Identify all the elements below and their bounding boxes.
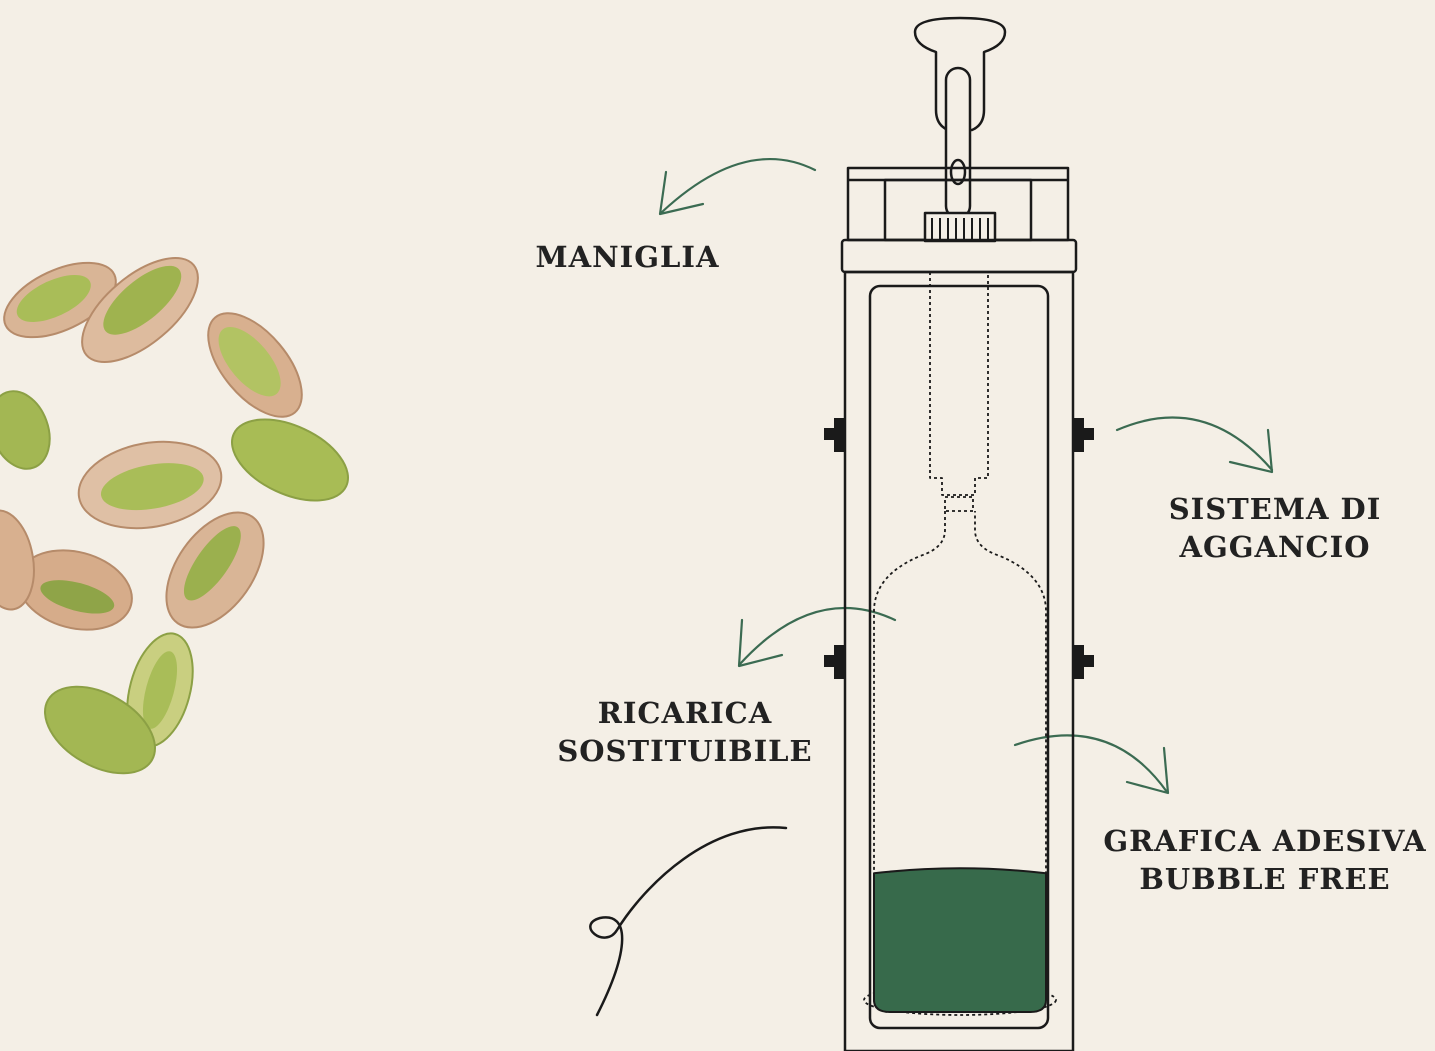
label-sticker-line-2: BUBBLE FREE [1095, 860, 1435, 898]
arrow-refill-icon [739, 608, 895, 666]
label-hook-line-2: AGGANCIO [1135, 528, 1415, 566]
label-sticker: GRAFICA ADESIVA BUBBLE FREE [1095, 822, 1435, 898]
label-handle: MANIGLIA [520, 238, 735, 276]
label-hook: SISTEMA DI AGGANCIO [1135, 490, 1415, 566]
label-refill: RICARICA SOSTITUIBILE [545, 694, 825, 770]
arrow-hook-icon [1117, 418, 1272, 472]
dispenser-diagram [824, 18, 1094, 1051]
label-refill-line-1: RICARICA [545, 694, 825, 732]
loop-squiggle-icon [590, 827, 786, 1015]
label-handle-line-1: MANIGLIA [520, 238, 735, 276]
refill-liquid [874, 868, 1046, 1012]
label-hook-line-1: SISTEMA DI [1135, 490, 1415, 528]
label-refill-line-2: SOSTITUIBILE [545, 732, 825, 770]
pistachios-decoration [0, 239, 361, 791]
arrow-handle-icon [660, 159, 815, 214]
hook-right [1072, 418, 1094, 679]
label-sticker-line-1: GRAFICA ADESIVA [1095, 822, 1435, 860]
hook-left [824, 418, 846, 679]
collar [925, 213, 995, 241]
arrow-sticker-icon [1015, 735, 1168, 793]
